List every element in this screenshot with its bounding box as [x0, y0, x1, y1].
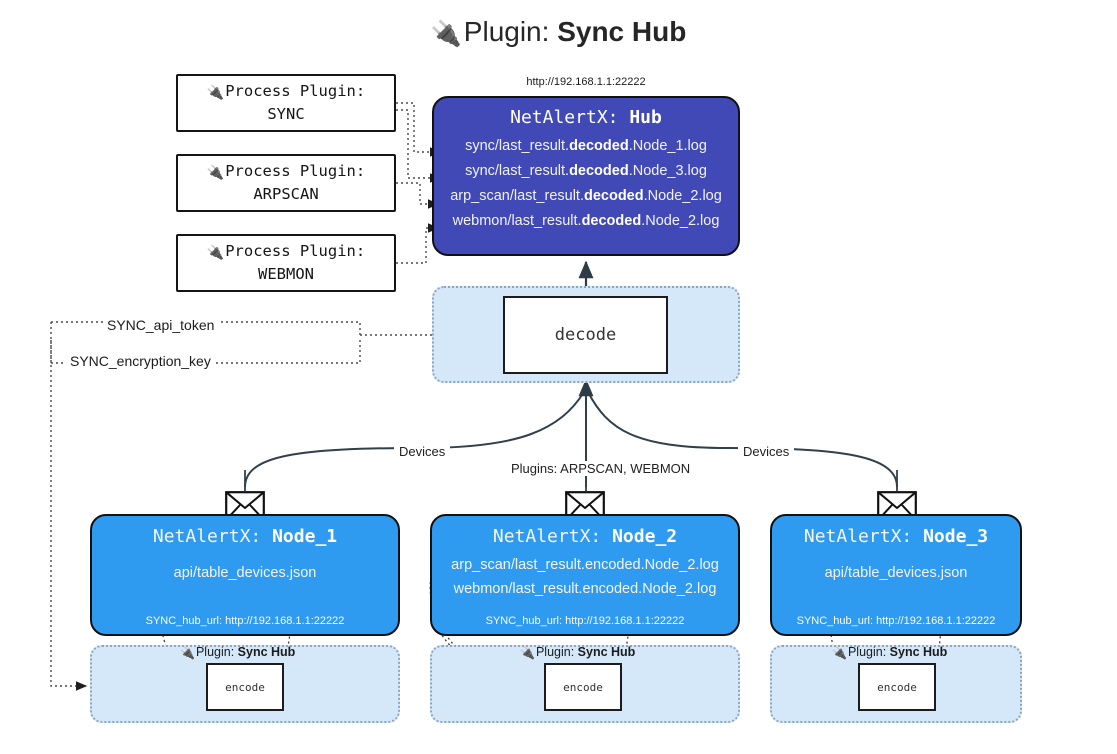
page-title-name: Sync Hub — [557, 16, 687, 47]
node-line: arp_scan/last_result.encoded.Node_2.log — [451, 557, 719, 573]
plug-icon: 🔌 — [832, 646, 847, 660]
sync-encryption-key-label: SYNC_encryption_key — [66, 353, 215, 369]
hub-log-line: arp_scan/last_result.decoded.Node_2.log — [434, 184, 738, 209]
hub-log-pre: arp_scan/last_result. — [450, 188, 584, 204]
node-title-name: Node_2 — [612, 526, 678, 547]
process-plugin-label: Process Plugin: — [225, 242, 366, 260]
node-box-node-1[interactable]: NetAlertX: Node_1 api/table_devices.json… — [90, 514, 400, 636]
hub-log-pre: webmon/last_result. — [452, 213, 582, 229]
process-plugin-title: 🔌Process Plugin: — [207, 161, 365, 184]
node-box-node-3[interactable]: NetAlertX: Node_3 api/table_devices.json… — [770, 514, 1022, 636]
encode-box-node-1[interactable]: encode — [206, 663, 284, 711]
process-plugin-webmon[interactable]: 🔌Process Plugin: WEBMON — [176, 234, 396, 292]
hub-log-mid: decoded — [569, 138, 629, 154]
process-plugin-name: SYNC — [267, 105, 305, 123]
encode-box-node-3[interactable]: encode — [858, 663, 936, 711]
encode-plugin-prefix: Plugin: — [847, 645, 890, 659]
hub-log-pre: sync/last_result. — [465, 163, 570, 179]
node-title-prefix: NetAlertX: — [152, 526, 273, 547]
encode-plugin-prefix: Plugin: — [195, 645, 238, 659]
hub-log-mid: decoded — [583, 188, 644, 204]
node-title: NetAlertX: Node_2 — [432, 526, 738, 547]
plug-icon: 🔌 — [180, 646, 195, 660]
node-title: NetAlertX: Node_1 — [92, 526, 398, 547]
plug-icon: 🔌 — [520, 646, 535, 660]
node-hub-url: SYNC_hub_url: http://192.168.1.1:22222 — [485, 615, 685, 627]
edge-label-plugins: Plugins: ARPSCAN, WEBMON — [506, 461, 696, 476]
page-title-prefix: Plugin: — [463, 16, 558, 47]
encode-plugin-label-node-2: 🔌Plugin: Sync Hub — [520, 645, 635, 660]
process-plugin-label: Process Plugin: — [225, 162, 366, 180]
process-plugin-label: Process Plugin: — [225, 82, 366, 100]
node-title: NetAlertX: Node_3 — [772, 526, 1020, 547]
hub-title-name: Hub — [629, 107, 662, 128]
encode-plugin-prefix: Plugin: — [535, 645, 578, 659]
node-title-prefix: NetAlertX: — [803, 526, 924, 547]
process-plugin-name: WEBMON — [258, 265, 314, 283]
node-line: webmon/last_result.encoded.Node_2.log — [453, 581, 717, 597]
hub-log-pre: sync/last_result. — [465, 138, 570, 154]
node-line: api/table_devices.json — [173, 565, 317, 581]
hub-log-line: webmon/last_result.decoded.Node_2.log — [434, 209, 738, 234]
hub-log-post: .Node_3.log — [628, 163, 707, 179]
encode-plugin-name: Sync Hub — [889, 645, 948, 659]
hub-log-mid: decoded — [569, 163, 629, 179]
node-title-name: Node_1 — [272, 526, 338, 547]
page-title: 🔌Plugin: Sync Hub — [0, 16, 1117, 49]
encode-plugin-name: Sync Hub — [577, 645, 636, 659]
node-box-node-2[interactable]: NetAlertX: Node_2 arp_scan/last_result.e… — [430, 514, 740, 636]
plug-icon: 🔌 — [206, 165, 225, 181]
node-hub-url: SYNC_hub_url: http://192.168.1.1:22222 — [796, 615, 996, 627]
hub-log-line: sync/last_result.decoded.Node_1.log — [434, 134, 738, 159]
hub-log-post: .Node_2.log — [641, 213, 720, 229]
hub-log-post: .Node_2.log — [643, 188, 722, 204]
process-plugin-arpscan[interactable]: 🔌Process Plugin: ARPSCAN — [176, 154, 396, 212]
node-hub-url: SYNC_hub_url: http://192.168.1.1:22222 — [145, 615, 345, 627]
process-plugin-name: ARPSCAN — [253, 185, 319, 203]
hub-log-post: .Node_1.log — [628, 138, 707, 154]
plug-icon: 🔌 — [206, 85, 225, 101]
process-plugin-title: 🔌Process Plugin: — [207, 81, 365, 104]
plug-icon: 🔌 — [206, 245, 225, 261]
hub-log-mid: decoded — [581, 213, 642, 229]
sync-api-token-label: SYNC_api_token — [103, 317, 219, 333]
hub-title-prefix: NetAlertX: — [510, 107, 630, 128]
plug-icon: 🔌 — [430, 20, 462, 48]
encode-plugin-label-node-3: 🔌Plugin: Sync Hub — [832, 645, 947, 660]
encode-plugin-label-node-1: 🔌Plugin: Sync Hub — [180, 645, 295, 660]
node-title-name: Node_3 — [923, 526, 989, 547]
edge-label-devices-right: Devices — [738, 444, 795, 459]
edge-label-devices-left: Devices — [394, 444, 451, 459]
process-plugin-title: 🔌Process Plugin: — [207, 241, 365, 264]
hub-url-caption: http://192.168.1.1:22222 — [526, 76, 646, 88]
node-title-prefix: NetAlertX: — [492, 526, 613, 547]
encode-plugin-name: Sync Hub — [237, 645, 296, 659]
hub-title: NetAlertX: Hub — [434, 107, 738, 128]
decode-box[interactable]: decode — [503, 296, 668, 374]
process-plugin-sync[interactable]: 🔌Process Plugin: SYNC — [176, 74, 396, 132]
hub-log-line: sync/last_result.decoded.Node_3.log — [434, 159, 738, 184]
encode-box-node-2[interactable]: encode — [544, 663, 622, 711]
hub-node[interactable]: NetAlertX: Hub sync/last_result.decoded.… — [432, 96, 740, 256]
node-line: api/table_devices.json — [824, 565, 968, 581]
